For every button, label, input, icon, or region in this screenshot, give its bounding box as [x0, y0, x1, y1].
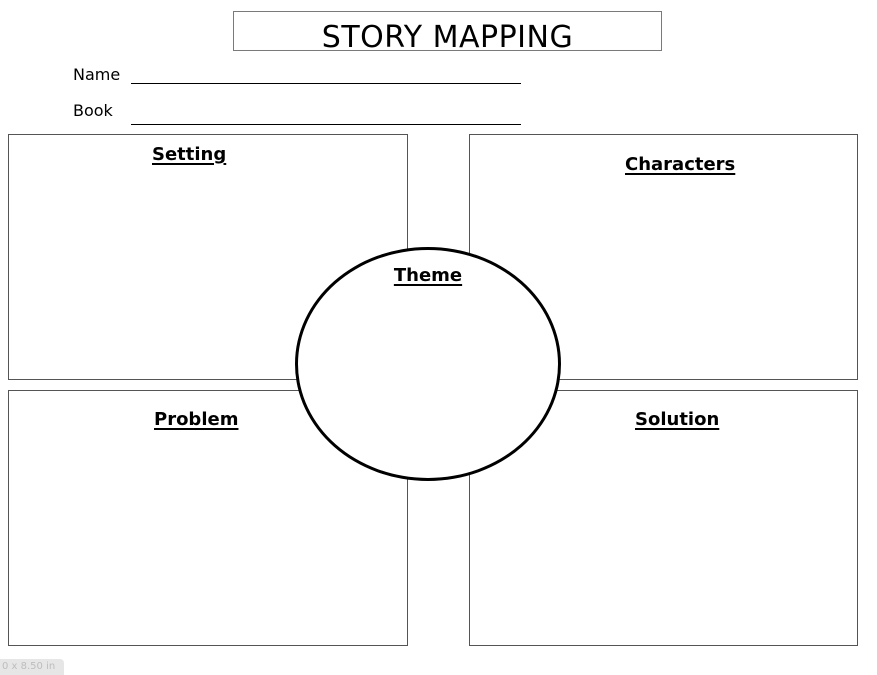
book-label: Book — [73, 101, 113, 120]
page-size-badge: 0 x 8.50 in — [0, 659, 64, 675]
setting-panel[interactable]: Setting — [8, 134, 408, 380]
name-line[interactable] — [131, 83, 521, 84]
characters-heading: Characters — [625, 154, 736, 175]
name-label: Name — [73, 65, 121, 84]
theme-heading: Theme — [393, 265, 463, 286]
problem-heading: Problem — [154, 409, 239, 430]
book-line[interactable] — [131, 124, 521, 125]
page-title: STORY MAPPING — [321, 20, 574, 51]
problem-panel[interactable]: Problem — [8, 390, 408, 646]
solution-heading: Solution — [635, 409, 720, 430]
title-box: STORY MAPPING — [233, 11, 662, 51]
theme-circle[interactable]: Theme — [295, 247, 561, 481]
setting-heading: Setting — [152, 144, 227, 165]
